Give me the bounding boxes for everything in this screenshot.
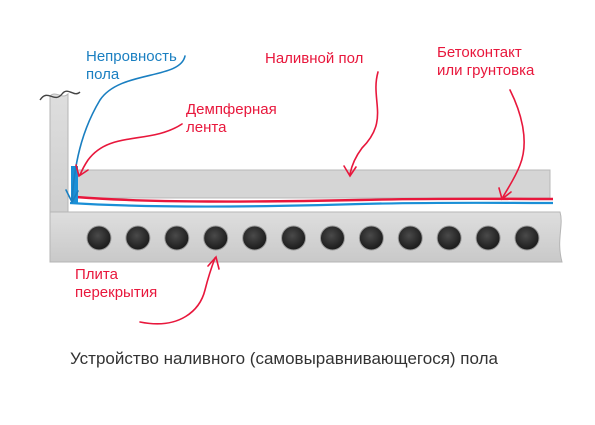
hollow-core (358, 225, 384, 251)
primer-line (75, 195, 554, 203)
arrow-self-leveling (349, 71, 379, 175)
arrow-primer (502, 89, 525, 198)
hollow-core (164, 225, 190, 251)
hollow-core (125, 225, 151, 251)
hollow-core (203, 225, 229, 251)
label-self-leveling-floor: Наливной пол (265, 50, 364, 67)
hollow-core (397, 225, 423, 251)
hollow-core (475, 225, 501, 251)
label-unevenness: Непровность пола (86, 48, 177, 83)
diagram-caption: Устройство наливного (самовыравнивающего… (70, 349, 498, 368)
self-leveling-layer (71, 169, 551, 199)
label-damper-tape: Демпферная лента (186, 101, 277, 136)
hollow-core (242, 225, 268, 251)
hollow-core (281, 225, 307, 251)
hollow-core (86, 225, 112, 251)
arrow-damper (79, 123, 183, 176)
arrow-damper-head (75, 164, 89, 178)
label-floor-slab: Плита перекрытия (75, 266, 158, 301)
label-primer: Бетоконтакт или грунтовка (437, 44, 535, 79)
hollow-core (514, 225, 540, 251)
arrow-self-leveling-head (343, 165, 357, 178)
damper-tape (71, 166, 78, 203)
hollow-core (319, 225, 345, 251)
hollow-core (436, 225, 462, 251)
slab-hollow-cores (86, 225, 540, 251)
arrow-primer-head (498, 187, 512, 201)
arrow-unevenness (71, 55, 186, 201)
arrow-unevenness-head (65, 189, 79, 204)
arrow-floor-slab-head (207, 255, 220, 270)
wall-break-line (39, 90, 81, 101)
arrow-floor-slab (139, 257, 216, 325)
slab-unevenness-line (69, 201, 554, 208)
